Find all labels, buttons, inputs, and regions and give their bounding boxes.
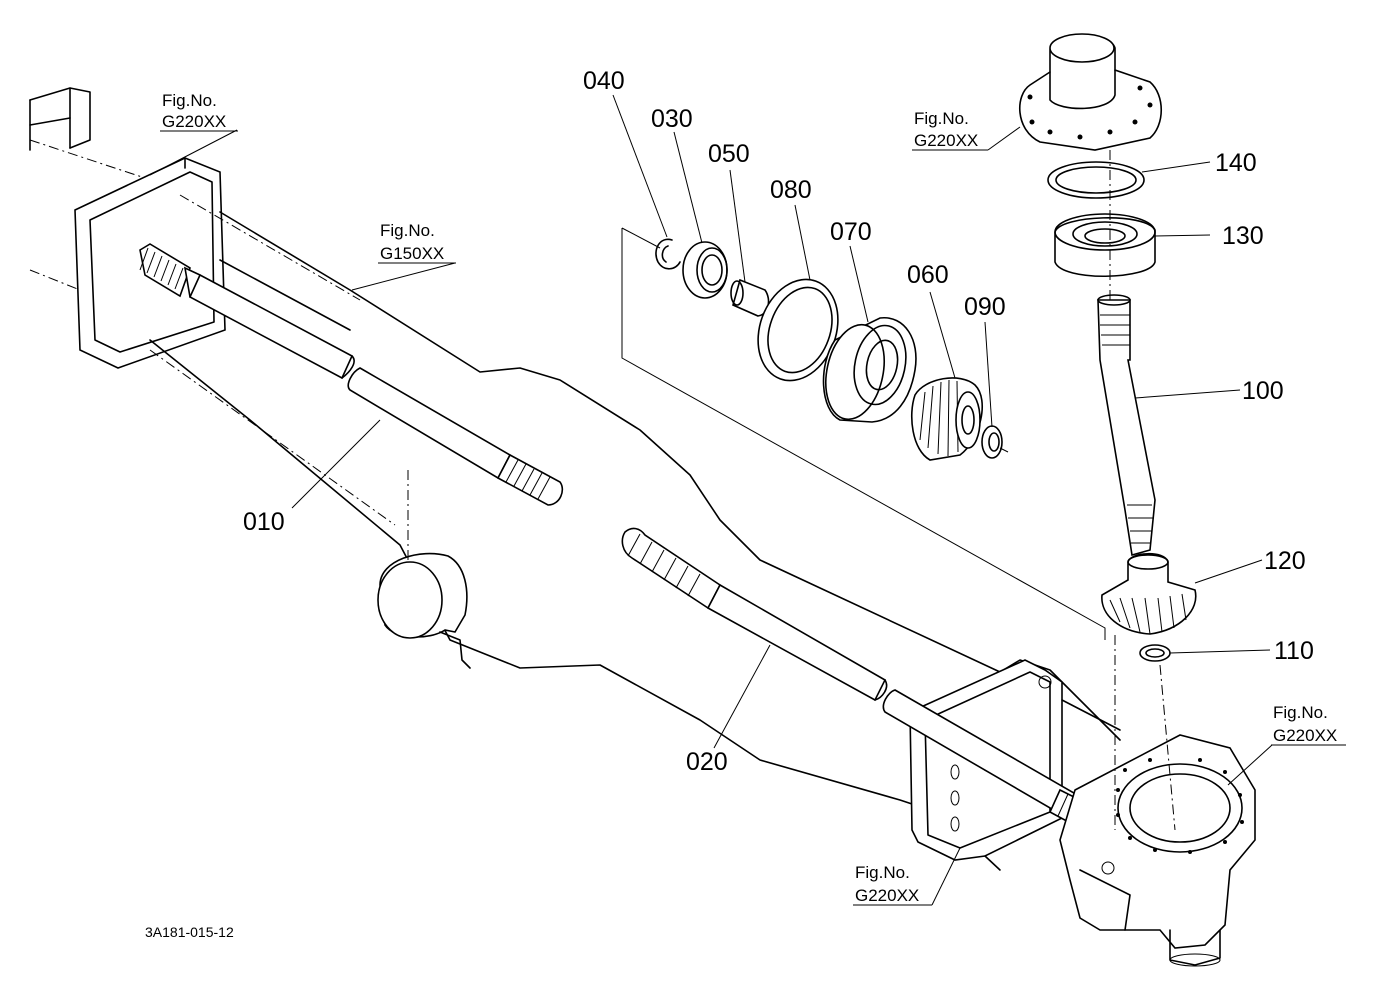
- part-060-bevel-gear: [910, 377, 983, 461]
- callout-010: 010: [243, 508, 285, 536]
- callout-070: 070: [830, 218, 872, 246]
- callout-040: 040: [583, 67, 625, 95]
- part-050-collar: [730, 278, 770, 317]
- part-080-o-ring: [757, 278, 839, 382]
- assembly-frame-line: [621, 228, 1106, 640]
- callout-100: 100: [1242, 377, 1284, 405]
- left-housing-stub: [29, 87, 146, 291]
- fig-ref-title: Fig.No.: [855, 863, 910, 882]
- callout-110: 110: [1274, 637, 1314, 665]
- shaft-010: [139, 243, 564, 509]
- part-130-bearing: [1054, 213, 1156, 278]
- part-030-bearing: [682, 241, 728, 299]
- fig-ref-gear-case: Fig.No. G220XX: [1271, 703, 1346, 746]
- callout-050: 050: [708, 140, 750, 168]
- part-070-bearing: [822, 317, 917, 423]
- figure-references: Fig.No. G220XX Fig.No. G150XX Fig.No. G2…: [160, 91, 1346, 906]
- fig-ref-title: Fig.No.: [1273, 703, 1328, 722]
- callout-020: 020: [686, 748, 728, 776]
- fig-ref-bottom: Fig.No. G220XX: [853, 863, 932, 906]
- top-cover-housing: [1018, 33, 1162, 151]
- part-120-bevel-pinion: [1101, 552, 1197, 635]
- fig-ref-top-right: Fig.No. G220XX: [912, 109, 988, 151]
- callout-130: 130: [1222, 222, 1264, 250]
- fig-ref-code: G220XX: [1273, 726, 1337, 745]
- fig-ref-title: Fig.No.: [380, 221, 435, 240]
- callout-140: 140: [1215, 149, 1257, 177]
- fig-ref-title: Fig.No.: [162, 91, 217, 110]
- assembly-frame-line-top: [621, 227, 661, 249]
- vertical-axis-line: [1159, 664, 1176, 831]
- part-090-shim: [981, 425, 1009, 459]
- gear-case: [1059, 635, 1256, 967]
- fig-ref-top-left: Fig.No. G220XX: [160, 91, 238, 132]
- fig-ref-code: G220XX: [162, 112, 226, 131]
- part-040-snap-ring: [655, 238, 681, 270]
- callout-080: 080: [770, 176, 812, 204]
- part-100-shaft: [1097, 150, 1156, 557]
- fig-ref-code: G220XX: [914, 131, 978, 150]
- part-110-ring: [1139, 644, 1171, 662]
- part-140-o-ring: [1047, 161, 1145, 199]
- fig-ref-code: G220XX: [855, 886, 919, 905]
- part-callouts: 040 030 050 080 070 060 090 140 130 100 …: [243, 67, 1314, 776]
- fig-ref-shaft-case: Fig.No. G150XX: [378, 221, 456, 264]
- leader-lines: [149, 94, 1273, 906]
- callout-030: 030: [651, 105, 693, 133]
- callout-120: 120: [1264, 547, 1306, 575]
- axle-case: [74, 157, 1121, 871]
- fig-ref-title: Fig.No.: [914, 109, 969, 128]
- drawing-code: 3A181-015-12: [145, 924, 234, 940]
- fig-ref-code: G150XX: [380, 244, 444, 263]
- callout-090: 090: [964, 293, 1006, 321]
- callout-060: 060: [907, 261, 949, 289]
